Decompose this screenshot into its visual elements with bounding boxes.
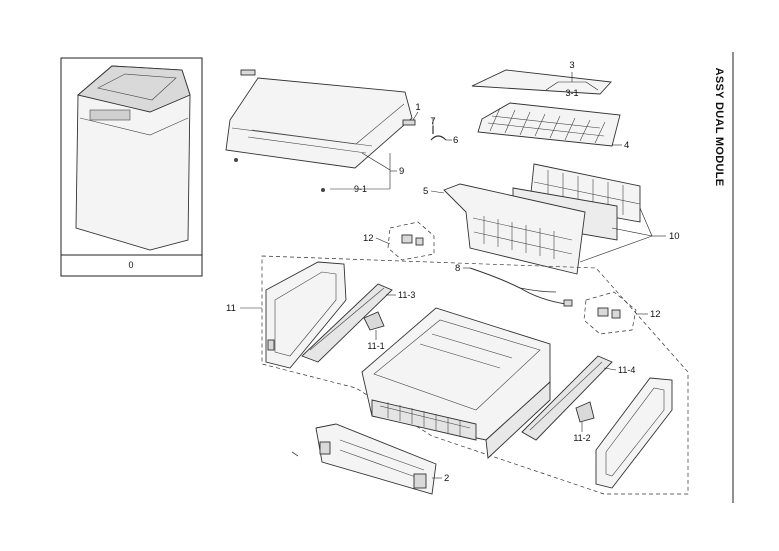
filter-grid: [477, 102, 621, 147]
callout-9-1: 9-1: [354, 184, 367, 194]
main-tub-frame: [361, 307, 551, 459]
right-side-panel: [595, 377, 673, 489]
callout-10: 10: [669, 231, 680, 242]
left-bracket-11-3: [301, 283, 393, 363]
callout-6: 6: [453, 135, 458, 146]
callout-11-1: 11-1: [367, 341, 384, 351]
callout-12-right: 12: [650, 309, 661, 320]
harness-connector: [563, 299, 573, 307]
filter-cover: [471, 69, 612, 95]
callout-11-3: 11-3: [398, 290, 415, 300]
screw-9-1: [321, 188, 325, 192]
callout-2: 2: [444, 473, 449, 484]
washer-top-lid: [77, 65, 191, 113]
leader-lines: [240, 72, 666, 479]
hinge-pin-left: [240, 69, 256, 76]
callout-3-1: 3-1: [565, 88, 578, 98]
wire-harness: [469, 267, 567, 305]
callout-12-left: 12: [363, 233, 374, 244]
callout-9: 9: [399, 166, 404, 177]
callout-1: 1: [415, 102, 420, 113]
clip-group-12-right: [583, 291, 637, 335]
latch-11-1: [363, 311, 385, 331]
callout-5: 5: [423, 186, 428, 197]
clip-group-12-left: [387, 221, 435, 261]
front-bottom-panel: [315, 423, 437, 495]
callout-11: 11: [226, 303, 236, 314]
callout-11-2: 11-2: [573, 433, 590, 443]
callout-labels: 3 3-1 4 1 7 6 9 9-1 5 10 8 12 12 11 11-3…: [226, 60, 680, 484]
top-cover: [225, 77, 413, 169]
latch-11-2: [575, 401, 595, 423]
callout-4: 4: [624, 140, 629, 151]
callout-3: 3: [569, 60, 574, 71]
hinge-clip: [430, 135, 447, 141]
callout-8: 8: [455, 263, 460, 274]
hinge-pin-right: [402, 119, 416, 126]
inset-washer-overview: 0: [60, 57, 203, 277]
top-cover-assembly: [225, 69, 416, 192]
inset-label: 0: [128, 260, 133, 270]
left-side-panel: [265, 261, 347, 369]
right-bracket-11-4: [521, 355, 613, 441]
assembly-boundary-11: [261, 255, 689, 495]
callout-7: 7: [430, 116, 435, 127]
callout-11-4: 11-4: [618, 365, 635, 375]
front-panel-5: [443, 183, 586, 275]
